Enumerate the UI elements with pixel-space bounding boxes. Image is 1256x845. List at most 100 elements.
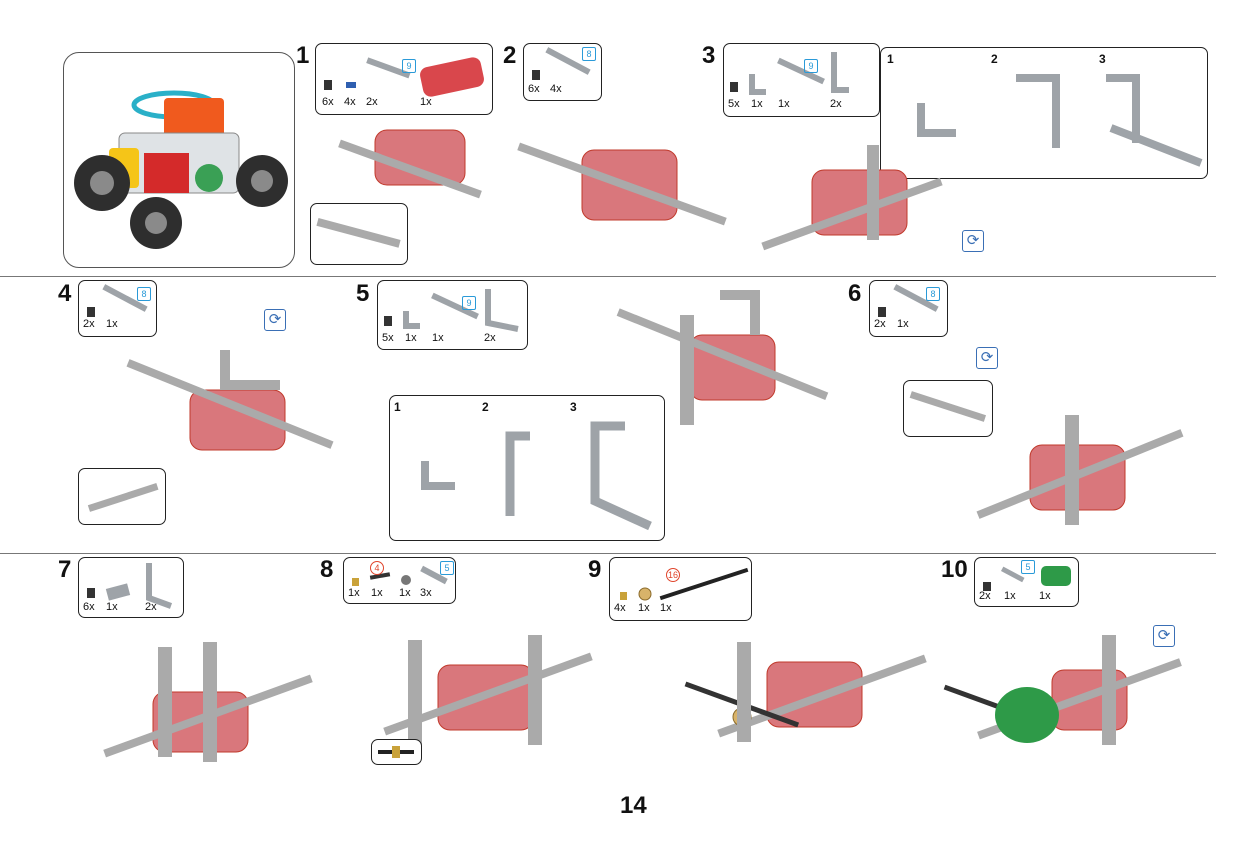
step-4-detail-callout [78, 468, 166, 525]
substep-label: 2 [482, 400, 489, 414]
step-5-assembly [616, 290, 829, 425]
beam-length-badge: 5 [1021, 560, 1035, 574]
parts-icons [324, 57, 484, 97]
section-divider [0, 276, 1216, 277]
rotate-icon: ⟳ [264, 309, 286, 331]
step-3-parts-box: 9 5x 1x 1x 2x [723, 43, 880, 117]
qty-label: 6x [83, 601, 95, 613]
beam-length-badge: 5 [440, 561, 454, 575]
parts-icons [87, 563, 173, 609]
substep-illustrations [421, 421, 652, 531]
parts-icons [384, 289, 519, 332]
beam-length-badge: 8 [137, 287, 151, 301]
step-number-2: 2 [503, 42, 517, 69]
beam-length-badge: 9 [462, 296, 476, 310]
beam-detail [909, 391, 987, 422]
qty-label: 2x [484, 332, 496, 344]
qty-label: 1x [399, 587, 411, 599]
parts-icons [87, 284, 148, 317]
qty-label: 2x [830, 98, 842, 110]
step-5-parts-box: 9 5x 1x 1x 2x [377, 280, 528, 350]
axle-length-badge: 4 [370, 561, 384, 575]
qty-label: 1x [405, 332, 417, 344]
qty-label: 2x [83, 318, 95, 330]
step-10-assembly [943, 635, 1182, 745]
step-number-3: 3 [702, 42, 716, 69]
beam-length-badge: 8 [582, 47, 596, 61]
step-number-4: 4 [58, 280, 72, 307]
rotate-icon: ⟳ [1153, 625, 1175, 647]
step-number-8: 8 [320, 556, 334, 583]
step-4-assembly [126, 350, 334, 451]
step-8-assembly [383, 635, 593, 750]
qty-label: 1x [778, 98, 790, 110]
page-number: 14 [620, 792, 647, 819]
step-9-assembly [684, 642, 927, 742]
substep-label: 1 [394, 400, 401, 414]
finished-car-illustration [74, 90, 288, 249]
step-number-10: 10 [941, 556, 968, 583]
substep-illustrations [917, 74, 1203, 167]
step-2-parts-box: 8 6x 4x [523, 43, 602, 101]
parts-icons [878, 284, 939, 317]
qty-label: 1x [420, 96, 432, 108]
rotate-icon: ⟳ [962, 230, 984, 252]
qty-label: 1x [660, 602, 672, 614]
axle-length-badge: 16 [666, 568, 680, 582]
substep-label: 3 [1099, 52, 1106, 66]
step-3-substeps-box: 1 2 3 [880, 47, 1208, 179]
step-number-7: 7 [58, 556, 72, 583]
section-divider [0, 553, 1216, 554]
parts-icons [532, 47, 591, 80]
qty-label: 1x [106, 601, 118, 613]
qty-label: 1x [897, 318, 909, 330]
qty-label: 2x [874, 318, 886, 330]
qty-label: 5x [728, 98, 740, 110]
qty-label: 2x [979, 590, 991, 602]
qty-label: 4x [344, 96, 356, 108]
qty-label: 2x [366, 96, 378, 108]
substep-label: 3 [570, 400, 577, 414]
beam-length-badge: 8 [926, 287, 940, 301]
substep-label: 2 [991, 52, 998, 66]
qty-label: 3x [420, 587, 432, 599]
step-1-detail-callout [310, 203, 408, 265]
qty-label: 4x [550, 83, 562, 95]
step-number-5: 5 [356, 280, 370, 307]
finished-model-panel [63, 52, 295, 268]
qty-label: 1x [106, 318, 118, 330]
parts-icons [983, 566, 1071, 591]
beam-length-badge: 9 [402, 59, 416, 73]
parts-icons [730, 52, 849, 95]
axle-detail [378, 746, 414, 758]
qty-label: 1x [638, 602, 650, 614]
qty-label: 1x [432, 332, 444, 344]
step-number-1: 1 [296, 42, 310, 69]
qty-label: 2x [145, 601, 157, 613]
step-number-6: 6 [848, 280, 862, 307]
parts-icons [620, 567, 749, 601]
qty-label: 1x [1004, 590, 1016, 602]
step-6-detail-callout [903, 380, 993, 437]
beam-length-badge: 9 [804, 59, 818, 73]
step-5-substeps-box: 1 2 3 [389, 395, 665, 541]
step-10-parts-box: 5 2x 1x 1x [974, 557, 1079, 607]
qty-label: 4x [614, 602, 626, 614]
qty-label: 1x [1039, 590, 1051, 602]
step-4-parts-box: 8 2x 1x [78, 280, 157, 337]
qty-label: 6x [528, 83, 540, 95]
step-9-parts-box: 16 4x 1x 1x [609, 557, 752, 621]
step-3-assembly [761, 145, 943, 251]
step-6-assembly [976, 415, 1184, 525]
beam-detail [316, 218, 401, 248]
qty-label: 1x [751, 98, 763, 110]
qty-label: 6x [322, 96, 334, 108]
step-8-detail-callout [371, 739, 422, 765]
step-7-assembly [103, 642, 313, 762]
rotate-icon: ⟳ [976, 347, 998, 369]
substep-label: 1 [887, 52, 894, 66]
qty-label: 1x [371, 587, 383, 599]
step-6-parts-box: 8 2x 1x [869, 280, 948, 337]
step-number-9: 9 [588, 556, 602, 583]
step-2-assembly [517, 142, 727, 226]
